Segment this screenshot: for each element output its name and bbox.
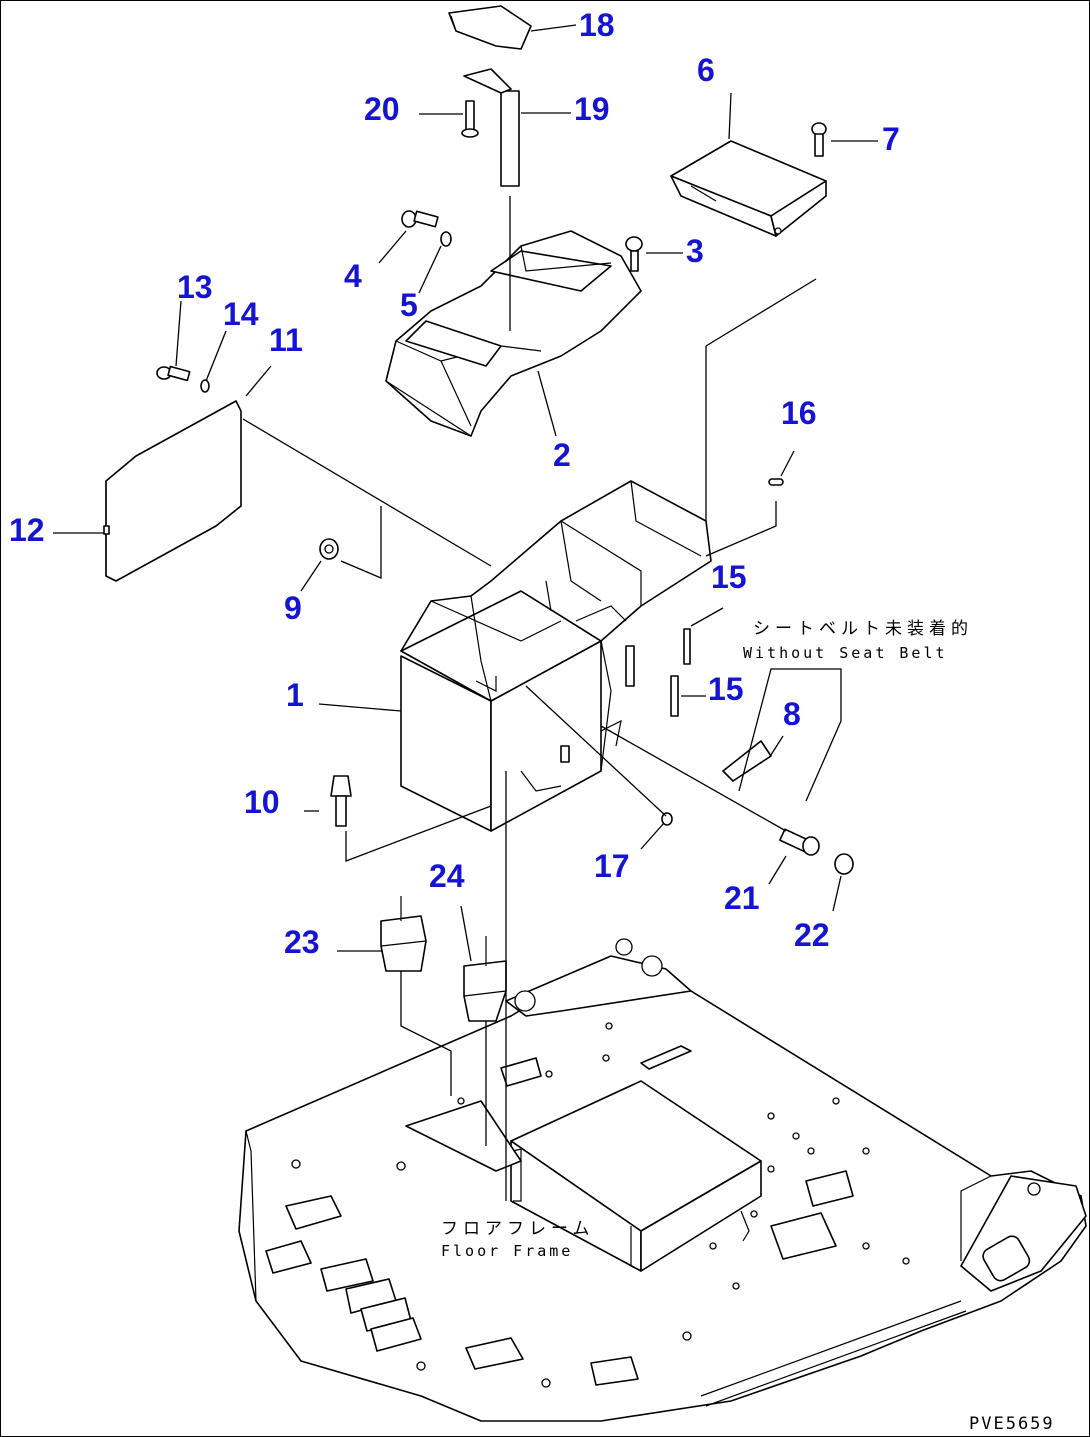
callout-16: 16 bbox=[781, 395, 817, 431]
note-without-seat-belt-jp: シートベルト未装着的 bbox=[753, 619, 973, 639]
part-20-bolt bbox=[461, 100, 479, 138]
drawing-code: PVE5659 bbox=[969, 1414, 1055, 1434]
callout-18: 18 bbox=[579, 7, 615, 43]
callout-leaders bbox=[53, 24, 878, 962]
part-10-bolt bbox=[330, 775, 352, 827]
callout-9: 9 bbox=[284, 590, 302, 626]
part-9-nut bbox=[319, 538, 339, 560]
callout-4: 4 bbox=[344, 258, 362, 294]
callout-13: 13 bbox=[177, 269, 213, 305]
callout-15b: 15 bbox=[708, 671, 744, 707]
callout-10: 10 bbox=[244, 784, 280, 820]
part-18-knob bbox=[448, 5, 532, 50]
note-floor-frame-jp: フロアフレーム bbox=[441, 1219, 595, 1239]
callout-2: 2 bbox=[553, 437, 571, 473]
callout-19: 19 bbox=[574, 91, 610, 127]
callout-22: 22 bbox=[794, 917, 830, 953]
note-without-seat-belt-en: Without Seat Belt bbox=[743, 644, 948, 662]
callout-11: 11 bbox=[269, 322, 303, 358]
part-19-lever bbox=[463, 68, 520, 187]
callout-15a: 15 bbox=[711, 559, 747, 595]
part-12-side-panel bbox=[103, 400, 242, 582]
part-21-bolt bbox=[779, 828, 820, 856]
callout-3: 3 bbox=[686, 233, 704, 269]
part-16-pin bbox=[768, 478, 784, 486]
callout-24: 24 bbox=[429, 858, 465, 894]
assembly-lines bbox=[242, 196, 817, 1201]
callout-6: 6 bbox=[697, 52, 715, 88]
floor-frame-part bbox=[238, 938, 1087, 1422]
part-4-bolt bbox=[401, 210, 439, 228]
part-5-washer bbox=[440, 231, 452, 247]
callout-1: 1 bbox=[286, 677, 304, 713]
part-7-screw bbox=[811, 122, 827, 157]
callout-21: 21 bbox=[724, 880, 760, 916]
part-23-mount bbox=[380, 896, 427, 972]
part-14-washer bbox=[200, 379, 210, 393]
part-15-pins bbox=[670, 628, 691, 717]
callout-5: 5 bbox=[400, 287, 418, 323]
part-13-bolt bbox=[156, 365, 191, 382]
callout-20: 20 bbox=[364, 91, 400, 127]
callout-23: 23 bbox=[284, 924, 320, 960]
callout-17: 17 bbox=[594, 848, 630, 884]
part-2-upper-cover bbox=[385, 230, 642, 437]
part-17-ring bbox=[661, 812, 673, 826]
part-22-cap bbox=[834, 853, 854, 875]
part-3-bolt bbox=[625, 236, 643, 272]
callout-12: 12 bbox=[9, 512, 45, 548]
part-1-console-box bbox=[400, 480, 712, 832]
callout-14: 14 bbox=[223, 296, 259, 332]
callout-7: 7 bbox=[882, 121, 900, 157]
callout-numbers: 18 19 20 6 7 3 4 5 2 13 14 11 12 9 1 10 … bbox=[9, 7, 900, 960]
callout-8: 8 bbox=[783, 696, 801, 732]
note-floor-frame-en: Floor Frame bbox=[441, 1242, 573, 1260]
part-24-mount bbox=[463, 936, 507, 1022]
part-6-cover-plate bbox=[670, 140, 827, 237]
